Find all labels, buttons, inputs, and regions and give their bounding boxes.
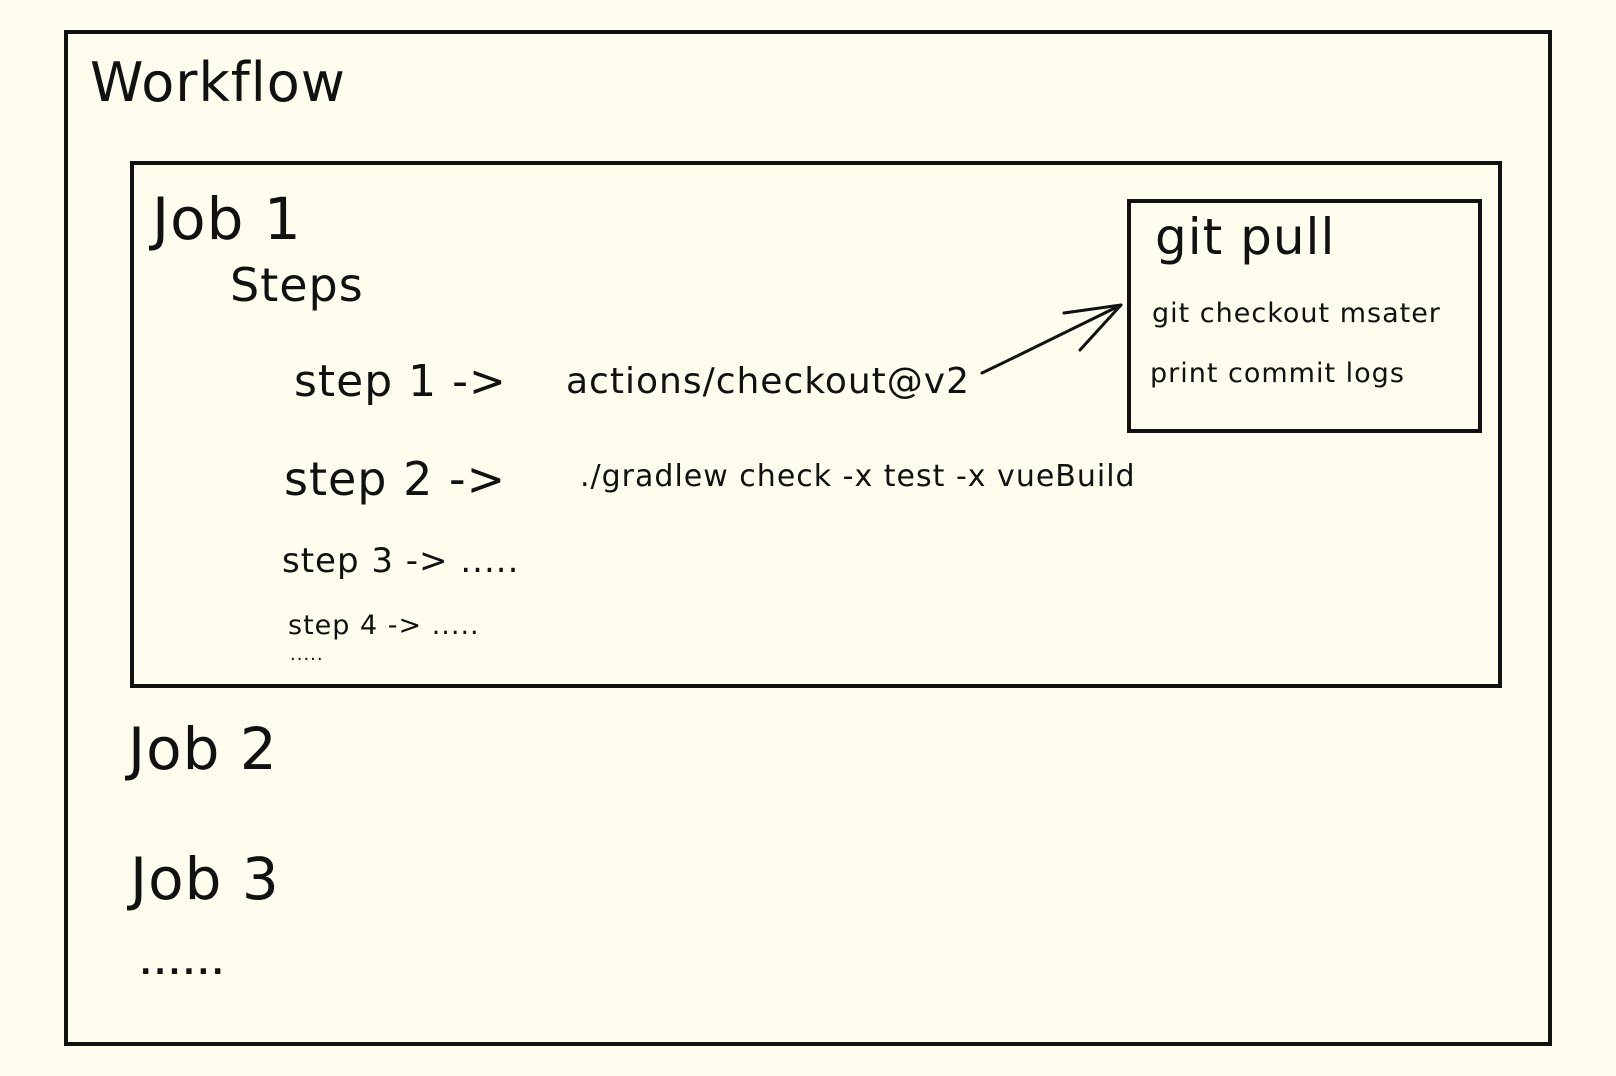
step-3-text: step 3 -> ..... xyxy=(282,544,519,578)
step-2-action: ./gradlew check -x test -x vueBuild xyxy=(580,459,1136,494)
step-4-label: step 4 -> xyxy=(288,610,423,641)
checkout-detail-title: git pull xyxy=(1155,208,1336,266)
job2-title: Job 2 xyxy=(128,715,278,783)
job1-box xyxy=(130,161,1502,688)
step-1-label: step 1 -> xyxy=(294,356,507,407)
more-steps-ellipsis: ..... xyxy=(290,644,324,665)
step-4-action: ..... xyxy=(431,610,480,641)
job1-title: Job 1 xyxy=(152,185,302,253)
workflow-title: Workflow xyxy=(90,51,346,114)
step-3-label: step 3 -> xyxy=(282,541,449,581)
step-3-action: ..... xyxy=(460,541,520,581)
checkout-detail-command: git checkout msater xyxy=(1152,298,1441,329)
workflow-box xyxy=(64,30,1552,1046)
step-4-text: step 4 -> ..... xyxy=(288,612,480,639)
steps-label: Steps xyxy=(230,258,364,312)
more-jobs-ellipsis: ...... xyxy=(140,947,227,982)
checkout-detail-box xyxy=(1127,199,1482,433)
step-1-action: actions/checkout@v2 xyxy=(566,361,970,402)
step-2-label: step 2 -> xyxy=(284,452,507,506)
job3-title: Job 3 xyxy=(130,845,280,913)
checkout-detail-command: print commit logs xyxy=(1150,358,1405,389)
